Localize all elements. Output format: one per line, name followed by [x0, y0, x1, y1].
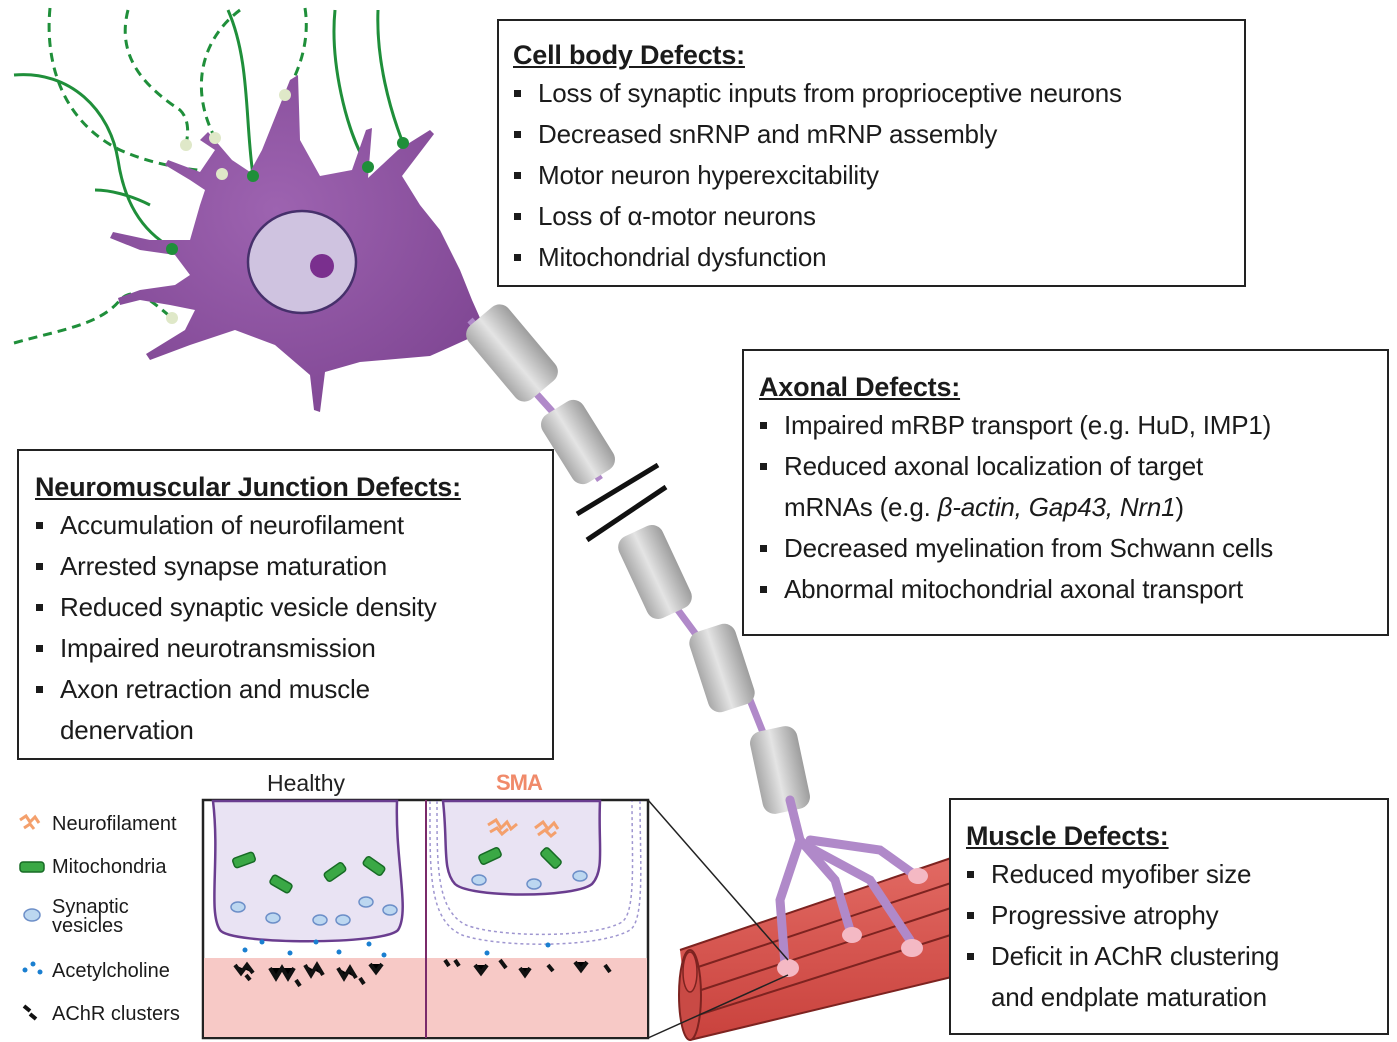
zoom-lines — [647, 799, 789, 1039]
axon-terminals — [775, 795, 920, 970]
gene-names: β-actin, Gap43, Nrn1 — [937, 492, 1176, 522]
legend-label: Mitochondria — [52, 856, 167, 878]
list-item: Reduced myofiber size — [966, 854, 1387, 895]
legend-label: Acetylcholine — [52, 960, 170, 982]
list-item: Motor neuron hyperexcitability — [513, 155, 1244, 196]
list-item: Mitochondrial dysfunction — [513, 237, 1244, 278]
list-item: Decreased snRNP and mRNP assembly — [513, 114, 1244, 155]
list-item: Loss of synaptic inputs from propriocept… — [513, 73, 1244, 114]
list-item: Reduced synaptic vesicle density — [35, 587, 552, 628]
muscle-defects-title: Muscle Defects: — [966, 821, 1169, 851]
axonal-defects-box: Axonal Defects: Impaired mRBP transport … — [742, 349, 1389, 636]
nmj-panel — [201, 798, 650, 1040]
muscle-defects-box: Muscle Defects: Reduced myofiber size Pr… — [949, 798, 1389, 1035]
list-item: Arrested synapse maturation — [35, 546, 552, 587]
legend-icons — [19, 813, 45, 1021]
legend-label-line: Synaptic — [52, 896, 129, 918]
list-item-line: denervation — [60, 715, 194, 745]
nmj-defects-list: Accumulation of neurofilament Arrested s… — [35, 505, 552, 751]
sma-label: SMA — [496, 770, 543, 795]
synaptic-boutons — [166, 89, 409, 324]
axonal-defects-title: Axonal Defects: — [759, 372, 961, 402]
list-item: Reduced axonal localization of target mR… — [759, 446, 1387, 528]
list-item: Axon retraction and muscle denervation — [35, 669, 552, 751]
list-item-line: and endplate maturation — [991, 982, 1267, 1012]
legend-label: AChR clusters — [52, 1003, 180, 1025]
list-item: Decreased myelination from Schwann cells — [759, 528, 1387, 569]
motor-neuron-soma — [110, 75, 480, 412]
list-item: Abnormal mitochondrial axonal transport — [759, 569, 1387, 610]
cell-body-defects-list: Loss of synaptic inputs from propriocept… — [513, 73, 1244, 278]
legend-label: Synaptic vesicles — [52, 896, 129, 937]
list-item-line: Deficit in AChR clustering — [991, 941, 1280, 971]
list-item: Impaired mRBP transport (e.g. HuD, IMP1) — [759, 405, 1387, 446]
endplates — [777, 868, 928, 977]
cell-body-defects-box: Cell body Defects: Loss of synaptic inpu… — [497, 19, 1246, 287]
healthy-label: Healthy — [267, 770, 345, 796]
list-item-line: Axon retraction and muscle — [60, 674, 370, 704]
list-item: Impaired neurotransmission — [35, 628, 552, 669]
legend-label: Neurofilament — [52, 813, 177, 835]
axon-break-marks — [575, 462, 668, 543]
list-item-line: mRNAs (e.g. β-actin, Gap43, Nrn1) — [784, 487, 1387, 528]
legend-label-line: vesicles — [52, 915, 124, 937]
list-item: Accumulation of neurofilament — [35, 505, 552, 546]
muscle-defects-list: Reduced myofiber size Progressive atroph… — [966, 854, 1387, 1018]
list-item: Progressive atrophy — [966, 895, 1387, 936]
list-item: Loss of α-motor neurons — [513, 196, 1244, 237]
list-item: Deficit in AChR clustering and endplate … — [966, 936, 1387, 1018]
nmj-defects-box: Neuromuscular Junction Defects: Accumula… — [17, 449, 554, 760]
axonal-defects-list: Impaired mRBP transport (e.g. HuD, IMP1)… — [759, 405, 1387, 610]
list-item-text: mRNAs (e.g. — [784, 492, 938, 522]
list-item-text: ) — [1175, 492, 1184, 522]
myelin-sheaths — [466, 304, 810, 814]
cell-body-defects-title: Cell body Defects: — [513, 40, 745, 70]
list-item-line: Reduced axonal localization of target — [784, 451, 1203, 481]
nmj-defects-title: Neuromuscular Junction Defects: — [35, 472, 461, 502]
